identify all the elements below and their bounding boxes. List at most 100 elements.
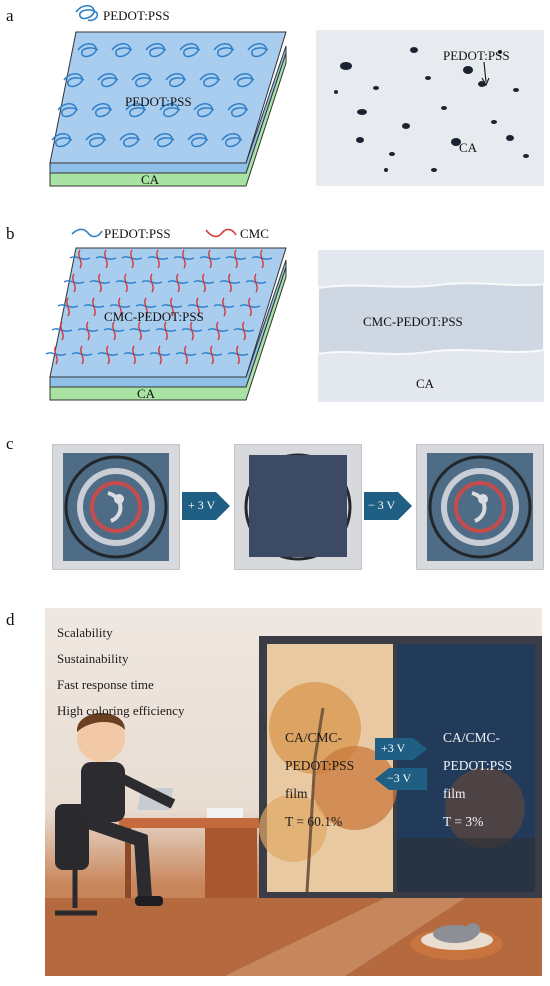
aggregate-dot xyxy=(491,120,497,124)
panel-b-micrograph xyxy=(318,250,544,402)
feature-item: High coloring efficiency xyxy=(57,703,185,718)
panel-b-legend-cmc: CMC xyxy=(240,226,269,241)
panel-b-legend-pedot: PEDOT:PSS xyxy=(104,226,171,241)
panel-a-letter: a xyxy=(6,6,14,25)
cmc-chain-icon xyxy=(54,345,58,365)
pedot-chain-icon xyxy=(57,103,79,118)
pedot-chain-icon xyxy=(63,73,85,88)
pedot-chain-icon xyxy=(97,73,119,88)
emblem-rebleached-state xyxy=(416,444,544,570)
emblem-bleached-state xyxy=(52,444,180,570)
right-film-line: PEDOT:PSS xyxy=(443,758,513,773)
cmc-film-band xyxy=(318,250,544,402)
aggregate-dot xyxy=(389,152,395,156)
pedot-chain-icon xyxy=(77,43,99,58)
aggregate-dot xyxy=(431,168,437,172)
aggregate-dot xyxy=(523,154,529,158)
pedot-chain-icon xyxy=(221,133,243,148)
aggregate-dot xyxy=(506,135,514,141)
aggregate-dot xyxy=(513,88,519,92)
panel-b-photo-film-label: CMC-PEDOT:PSS xyxy=(363,314,463,329)
cmc-chain-icon xyxy=(156,249,160,269)
cmc-chain-icon xyxy=(222,297,226,317)
pedot-chain-icon xyxy=(247,43,269,58)
cmc-chain-icon xyxy=(234,249,238,269)
cmc-legend-line-icon xyxy=(205,228,237,238)
pedot-chain-icon xyxy=(153,133,175,148)
pedot-chain-icon xyxy=(213,43,235,58)
panel-a-photo-ca-label: CA xyxy=(459,140,478,155)
colored-film-icon xyxy=(244,453,352,561)
aggregate-dot xyxy=(425,76,431,80)
university-emblem-icon xyxy=(427,453,533,561)
smart-window-scene: Scalability Sustainability Fast response… xyxy=(45,608,542,976)
forward-voltage-arrow xyxy=(375,738,427,760)
panel-c-arrow-forward: + 3 V xyxy=(188,498,216,512)
pedot-chain-icon xyxy=(91,103,113,118)
cmc-chain-icon xyxy=(98,273,102,293)
panel-b-letter: b xyxy=(6,224,15,243)
cmc-chain-icon xyxy=(248,297,252,317)
aggregate-dot xyxy=(340,62,352,70)
pedot-chain-icon xyxy=(85,133,107,148)
panel-b-film-diagram xyxy=(45,247,287,401)
panel-c-letter: c xyxy=(6,434,14,453)
left-film-line: PEDOT:PSS xyxy=(285,758,355,773)
cmc-chain-icon xyxy=(184,345,188,365)
university-emblem-icon xyxy=(63,453,169,561)
pedot-chain-icon xyxy=(233,73,255,88)
reverse-voltage-arrow xyxy=(364,492,412,520)
pedot-chain-icon xyxy=(187,133,209,148)
cmc-chain-icon xyxy=(104,249,108,269)
cmc-chain-icon xyxy=(242,321,246,341)
cmc-chain-icon xyxy=(202,273,206,293)
cmc-chain-icon xyxy=(150,273,154,293)
cmc-chain-icon xyxy=(170,297,174,317)
reverse-voltage-arrow xyxy=(375,768,427,790)
cmc-chain-icon xyxy=(260,249,264,269)
cmc-chain-icon xyxy=(228,273,232,293)
panel-a-substrate-label: CA xyxy=(141,172,160,187)
left-film-line: CA/CMC- xyxy=(285,730,343,745)
cmc-chain-icon xyxy=(118,297,122,317)
pedot-chain-icon xyxy=(179,43,201,58)
cmc-chain-icon xyxy=(164,321,168,341)
cmc-chain-icon xyxy=(236,345,240,365)
forward-voltage-arrow xyxy=(182,492,230,520)
room-illustration xyxy=(45,636,542,976)
right-film-line: CA/CMC- xyxy=(443,730,501,745)
cmc-chain-icon xyxy=(190,321,194,341)
panel-a-micrograph xyxy=(316,30,544,186)
cmc-chain-icon xyxy=(60,321,64,341)
panel-a-photo-pedot-label: PEDOT:PSS xyxy=(443,48,510,63)
aggregate-dot xyxy=(451,138,461,146)
panel-d-letter: d xyxy=(6,610,15,629)
pedot-chain-icon xyxy=(193,103,215,118)
cmc-chain-icon xyxy=(158,345,162,365)
cmc-chain-icon xyxy=(138,321,142,341)
pedot-chain-icon xyxy=(227,103,249,118)
panel-d-arrow-reverse: −3 V xyxy=(387,771,412,785)
cmc-chain-icon xyxy=(132,345,136,365)
panel-d-arrow-forward: +3 V xyxy=(381,741,406,755)
right-film-line: film xyxy=(443,786,466,801)
pedot-chain-icon xyxy=(119,133,141,148)
pedot-chain-icon xyxy=(199,73,221,88)
pedot-chain-icon xyxy=(111,43,133,58)
feature-item: Scalability xyxy=(57,625,113,640)
cmc-chain-icon xyxy=(208,249,212,269)
pedot-chain-icon xyxy=(51,133,73,148)
pointer-arrow-icon xyxy=(481,61,490,87)
panel-a-film-label: PEDOT:PSS xyxy=(125,94,192,109)
cmc-chain-icon xyxy=(124,273,128,293)
panel-a-legend-label: PEDOT:PSS xyxy=(103,8,170,23)
cmc-chain-icon xyxy=(86,321,90,341)
pedot-legend-icon xyxy=(75,4,99,22)
cmc-chain-icon xyxy=(80,345,84,365)
aggregate-dot xyxy=(441,106,447,110)
right-film-transmittance: T = 3% xyxy=(443,814,484,829)
cmc-chain-icon xyxy=(66,297,70,317)
panel-c-arrow-reverse: − 3 V xyxy=(368,498,396,512)
feature-item: Fast response time xyxy=(57,677,154,692)
aggregate-dot xyxy=(334,90,338,94)
